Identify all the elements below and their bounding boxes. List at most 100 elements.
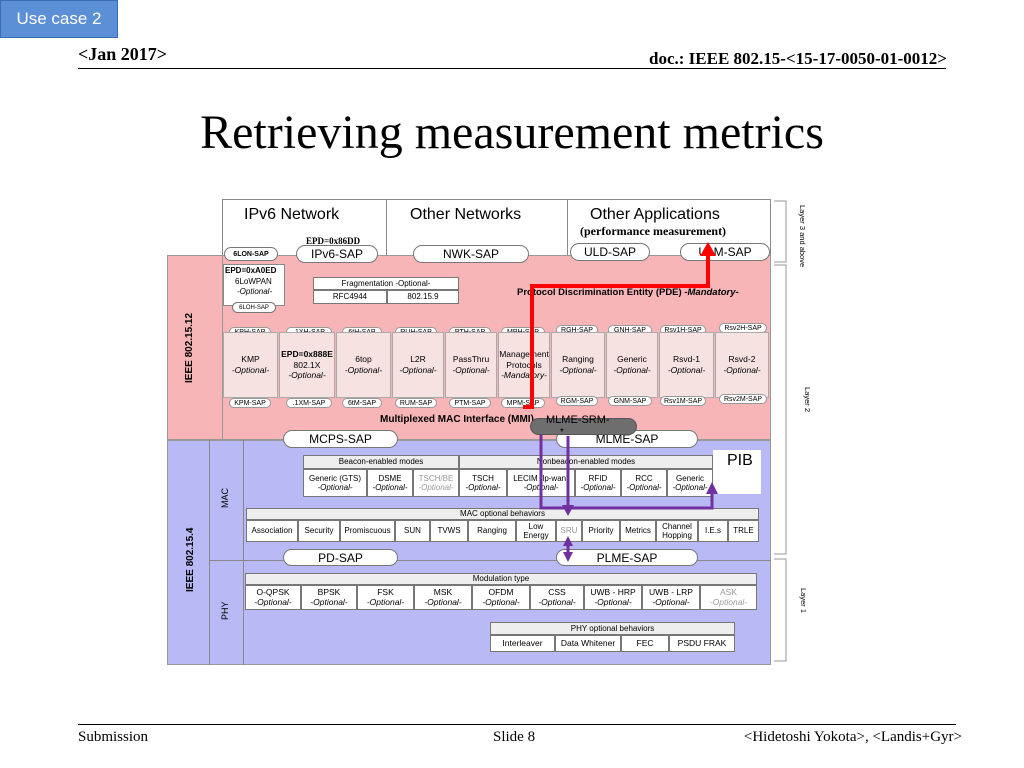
mac-opt-sun: SUN — [395, 520, 430, 542]
use-case-tag: Use case 2 — [0, 0, 118, 38]
mac-opt-ranging: Ranging — [468, 520, 516, 542]
divider — [243, 440, 244, 665]
divider — [209, 440, 210, 665]
generic-protocol: Generic-Optional- — [606, 332, 658, 398]
mod-uwb-lrp: UWB - LRP-Optional- — [642, 585, 700, 610]
lowpan-label: 6LoWPAN — [235, 277, 272, 286]
rgm-sap: RGM-SAP — [556, 396, 598, 406]
pib-label: PIB — [727, 452, 753, 469]
layer3-bracket — [774, 200, 787, 263]
divider — [567, 199, 568, 256]
doc-id-header: doc.: IEEE 802.15-<15-17-0050-01-0012> — [649, 49, 947, 68]
ranging-protocol: Ranging-Optional- — [551, 332, 605, 398]
mod-bpsk: BPSK-Optional- — [301, 585, 357, 610]
performance-measurement-label: (performance measurement) — [580, 224, 727, 238]
mlme-srm-label: MLME-SRM- — [546, 414, 610, 426]
phy-opt-data-whitener: Data Whitener — [555, 635, 621, 652]
phy-optional-title: PHY optional behaviors — [490, 622, 735, 635]
mlme-srm-sap — [530, 418, 637, 435]
footer-slide-number: Slide 8 — [493, 729, 536, 745]
mac-mode-rcc: RCC-Optional- — [621, 469, 667, 497]
purple-pib-arrowhead — [706, 482, 718, 494]
kmp-protocol: KMP-Optional- — [223, 332, 278, 398]
phy-opt-interleaver: Interleaver — [490, 635, 555, 652]
rsv2m-sap: Rsv2M-SAP — [719, 394, 767, 404]
std-802-15-9-cell: 802.15.9 — [387, 290, 459, 304]
mac-mode-dsme: DSME-Optional- — [367, 469, 413, 497]
mac-opt-tvws: TVWS — [430, 520, 468, 542]
rfc4944-cell: RFC4944 — [313, 290, 387, 304]
mmi-label: Multiplexed MAC Interface (MMI) — [380, 414, 534, 425]
purple-pib-arrow — [539, 432, 714, 510]
plme-sap: PLME-SAP — [556, 549, 698, 566]
modulation-title: Modulation type — [245, 573, 757, 585]
mac-opt-security: Security — [298, 520, 340, 542]
date-header: <Jan 2017> — [78, 44, 168, 64]
uld-sap: ULD-SAP — [570, 243, 650, 261]
mac-opt-promiscuous: Promiscuous — [340, 520, 395, 542]
mod-ofdm: OFDM-Optional- — [472, 585, 530, 610]
mac-opt-channel-hopping: Channel Hopping — [656, 520, 698, 542]
nwk-sap: NWK-SAP — [413, 245, 529, 263]
purple-plme-arrowhead-up — [563, 536, 573, 546]
slide-title: Retrieving measurement metrics — [200, 106, 824, 159]
lowpan-optional: -Optional- — [237, 287, 273, 296]
phy-opt-fec: FEC — [621, 635, 669, 652]
mac-mode-generic-gts: Generic (GTS)-Optional- — [303, 469, 367, 497]
mac-opt-low-energy: Low Energy — [516, 520, 556, 542]
mac-mode-tsch: TSCH-Optional- — [459, 469, 507, 497]
phy-opt-psdu-frak: PSDU FRAK — [669, 635, 735, 652]
epd-86dd-label: EPD=0x86DD — [306, 236, 361, 246]
mod-uwb-hrp: UWB - HRP-Optional- — [584, 585, 642, 610]
purple-plme-arrowhead-down — [563, 552, 573, 562]
rum-sap: RUM-SAP — [395, 398, 437, 408]
mac-mode-rfid: RFID-Optional- — [575, 469, 621, 497]
divider — [222, 255, 772, 440]
ipv6-network-label: IPv6 Network — [244, 206, 340, 223]
mac-opt-trle: TRLE — [728, 520, 759, 542]
mod-fsk: FSK-Optional- — [357, 585, 414, 610]
ulm-sap: ULM-SAP — [680, 243, 770, 261]
divider — [209, 560, 771, 561]
lon-sap: 6LON-SAP — [224, 247, 278, 261]
mac-mode-tsch-be: TSCH/BE-Optional- — [413, 469, 459, 497]
layer-brackets — [774, 200, 787, 662]
l2r-protocol: L2R-Optional- — [392, 332, 444, 398]
red-flow-arrow — [523, 254, 710, 409]
mac-mode-generic: Generic-Optional- — [667, 469, 713, 497]
beacon-modes-title: Beacon-enabled modes — [303, 455, 459, 469]
pd-sap: PD-SAP — [283, 549, 398, 566]
nonbeacon-modes-title: Nonbeacon-enabled modes — [459, 455, 713, 469]
footer-author: <Hidetoshi Yokota>, <Landis+Gyr> — [743, 729, 962, 745]
ptm-sap: PTM-SAP — [449, 398, 491, 408]
mod-oqpsk: O-QPSK-Optional- — [245, 585, 301, 610]
mcps-sap: MCPS-SAP — [283, 430, 398, 448]
mac-opt-metrics: Metrics — [620, 520, 656, 542]
rsv1m-sap: Rsv1M-SAP — [660, 396, 706, 406]
other-networks-label: Other Networks — [410, 206, 522, 223]
epd-a0ed-label: EPD=0xA0ED — [225, 266, 277, 275]
mac-opt-priority: Priority — [582, 520, 620, 542]
footer-submission: Submission — [78, 729, 149, 745]
layer1-bracket — [774, 558, 787, 662]
purple-down-arrowhead — [562, 505, 574, 516]
pib-box — [713, 450, 761, 494]
passthru-protocol: PassThru-Optional- — [445, 332, 497, 398]
mlme-srm-star: * — [560, 427, 564, 438]
pde-label: Protocol Discrimination Entity (PDE) -Ma… — [517, 287, 739, 298]
ipv6-sap: IPv6-SAP — [296, 245, 378, 263]
mac-opt-association: Association — [246, 520, 298, 542]
mod-ask: ASK-Optional- — [700, 585, 757, 610]
red-arrowhead — [700, 242, 716, 256]
rsvd2-protocol: Rsvd-2-Optional- — [715, 332, 769, 398]
kpm-sap: KPM-SAP — [229, 398, 271, 408]
gnm-sap: GNM-SAP — [608, 396, 652, 406]
mod-msk: MSK-Optional- — [414, 585, 472, 610]
6top-protocol: 6top-Optional- — [336, 332, 391, 398]
mac-optional-title: MAC optional behaviors — [246, 508, 759, 520]
6tm-sap: 6tM-SAP — [342, 398, 382, 408]
mod-css: CSS-Optional- — [530, 585, 584, 610]
